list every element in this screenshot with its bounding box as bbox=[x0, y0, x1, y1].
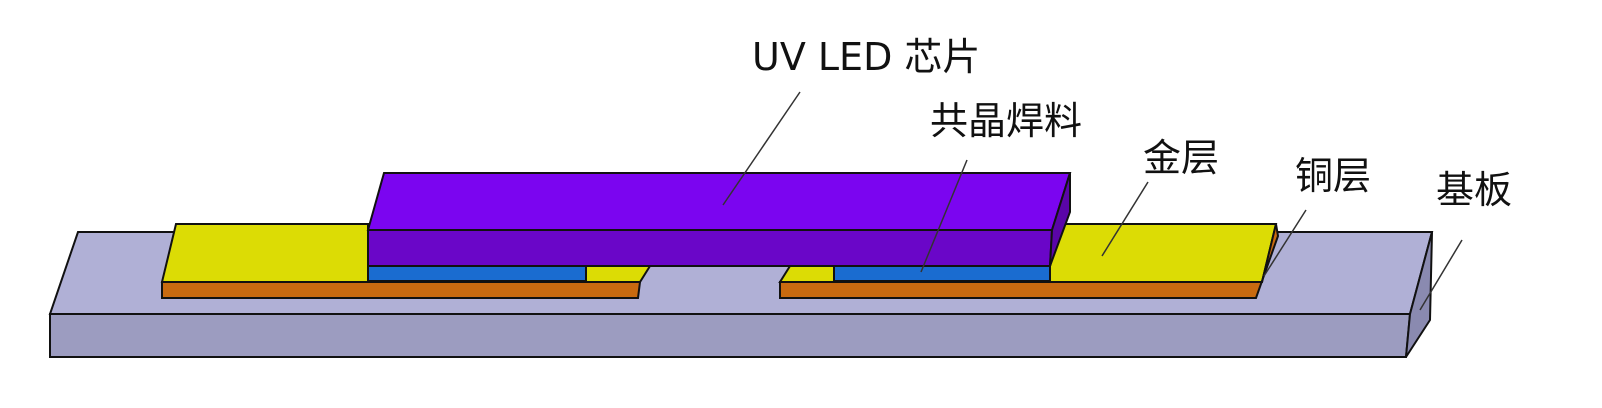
uv-led-chip bbox=[366, 172, 1072, 267]
gold-leader-line bbox=[1101, 181, 1149, 257]
right-solder-pad bbox=[833, 264, 1051, 282]
substrate-label: 基板 bbox=[1436, 168, 1513, 212]
solder-label: 共晶焊料 bbox=[930, 99, 1083, 143]
left-copper-layer bbox=[161, 281, 642, 299]
copper-layer-label: 铜层 bbox=[1295, 154, 1372, 198]
leader-lines bbox=[722, 91, 1463, 311]
right-copper-layer bbox=[779, 223, 1280, 299]
copper-leader-line bbox=[1263, 209, 1307, 277]
chip-top-face bbox=[366, 172, 1072, 231]
gold-layer-label: 金层 bbox=[1143, 136, 1220, 180]
chip-side-face bbox=[1049, 172, 1071, 267]
chip-label: UV LED 芯片 bbox=[752, 35, 981, 79]
substrate-front-face bbox=[49, 313, 1412, 358]
substrate-side-face bbox=[1405, 231, 1433, 358]
left-solder-pad bbox=[367, 264, 587, 282]
solder-leader-line bbox=[920, 159, 968, 273]
chip-leader-line bbox=[722, 91, 801, 206]
substrate-leader-line bbox=[1419, 239, 1463, 311]
chip-front-face bbox=[367, 229, 1054, 267]
